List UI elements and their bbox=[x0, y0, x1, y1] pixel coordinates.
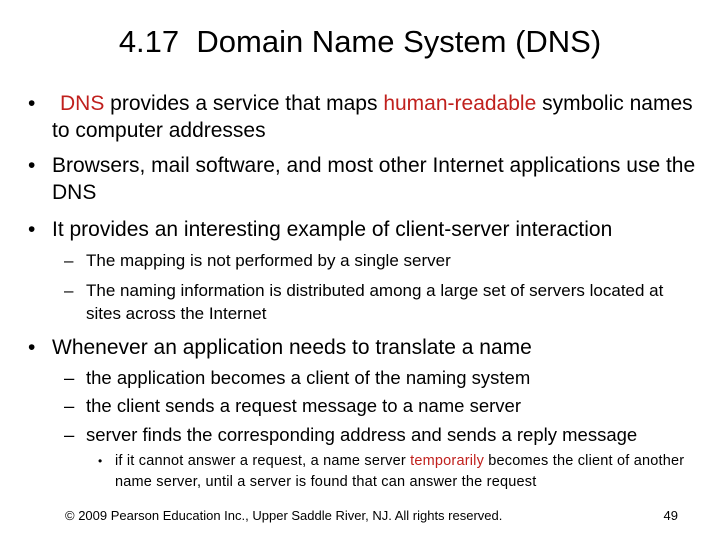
highlight-text: DNS bbox=[60, 92, 105, 115]
dash-icon: – bbox=[64, 281, 74, 300]
dash-icon: – bbox=[64, 367, 75, 388]
bullet-icon: • bbox=[28, 92, 36, 115]
page-number: 49 bbox=[663, 508, 678, 523]
body-text: provides a service that maps bbox=[104, 92, 384, 115]
dash-icon: – bbox=[64, 424, 75, 445]
bullet-icon: • bbox=[28, 154, 36, 177]
subsubitem-temporarily-client: • if it cannot answer a request, a name … bbox=[98, 451, 695, 493]
body-text: It provides an interesting example of cl… bbox=[52, 218, 613, 241]
bullet-item-client-server: • It provides an interesting example of … bbox=[28, 216, 702, 243]
body-text: server finds the corresponding address a… bbox=[86, 424, 638, 445]
bullet-icon: • bbox=[98, 454, 103, 468]
bullet-icon: • bbox=[28, 218, 36, 241]
bullet-item-translate-name: • Whenever an application needs to trans… bbox=[28, 334, 702, 361]
subitem-reply: – server finds the corresponding address… bbox=[64, 421, 696, 449]
body-text: if it cannot answer a request, a name se… bbox=[115, 453, 411, 469]
body-text: becomes the client of another name serve… bbox=[115, 453, 685, 490]
body-text: the application becomes a client of the … bbox=[86, 367, 531, 388]
body-text: The mapping is not performed by a single… bbox=[86, 251, 451, 270]
subitem-naming-distributed: – The naming information is distributed … bbox=[64, 279, 686, 325]
body-text: the client sends a request message to a … bbox=[86, 395, 521, 416]
bullet-item-browsers: • Browsers, mail software, and most othe… bbox=[28, 152, 702, 206]
subitem-mapping: – The mapping is not performed by a sing… bbox=[64, 249, 686, 272]
dash-icon: – bbox=[64, 395, 75, 416]
body-text: The naming information is distributed am… bbox=[86, 281, 664, 323]
subitem-request: – the client sends a request message to … bbox=[64, 392, 696, 420]
bullet-icon: • bbox=[28, 336, 36, 359]
subitem-client: – the application becomes a client of th… bbox=[64, 364, 696, 392]
highlight-text: temporarily bbox=[410, 453, 485, 469]
body-text: Whenever an application needs to transla… bbox=[52, 336, 532, 359]
body-text: symbolic names to computer addresses bbox=[52, 92, 693, 142]
slide-title: 4.17 Domain Name System (DNS) bbox=[118, 24, 602, 59]
body-text: Browsers, mail software, and most other … bbox=[52, 154, 696, 204]
dash-icon: – bbox=[64, 251, 74, 270]
footer-copyright: © 2009 Pearson Education Inc., Upper Sad… bbox=[65, 508, 503, 523]
highlight-text: human-readable bbox=[383, 92, 537, 115]
bullet-item-dns-service: • DNS provides a service that maps human… bbox=[28, 90, 702, 144]
